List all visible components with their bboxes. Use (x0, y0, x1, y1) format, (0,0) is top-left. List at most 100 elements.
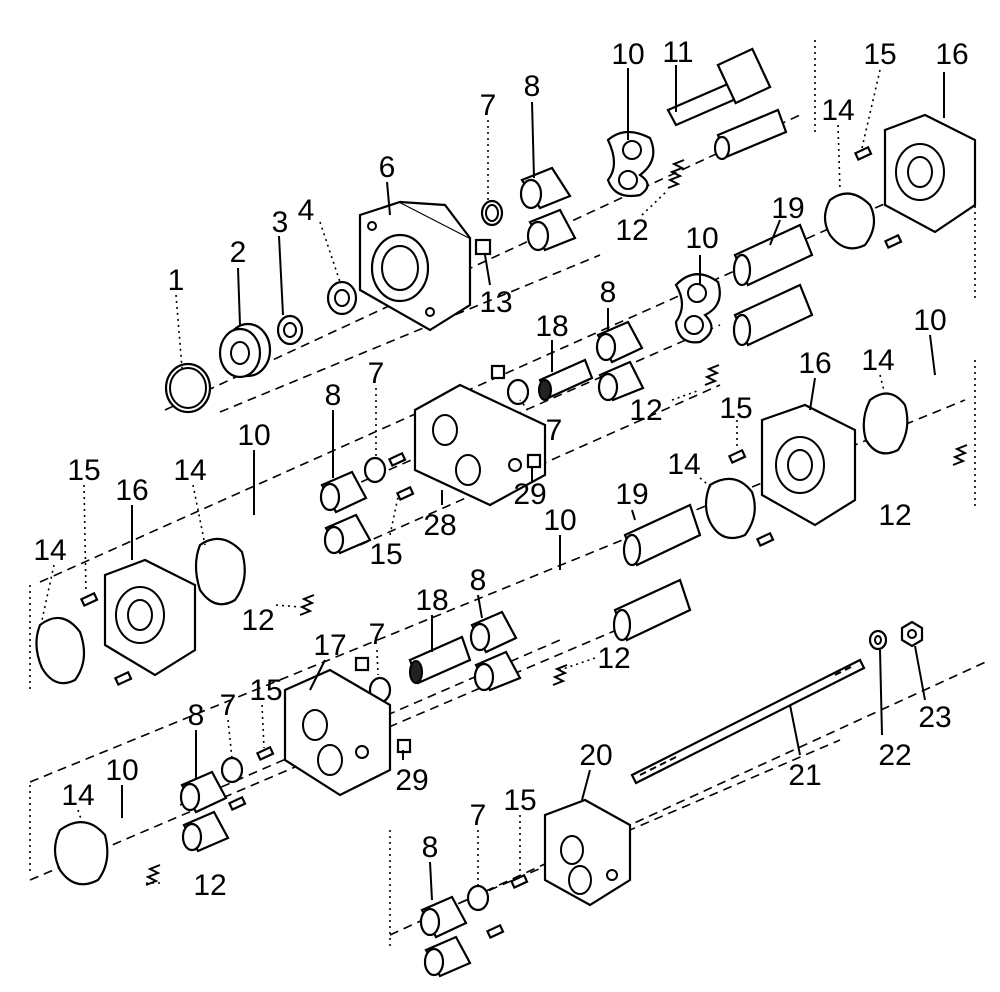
end-cover-part (103, 558, 197, 677)
callout-14: 14 (667, 448, 700, 481)
pin-part (755, 531, 775, 548)
callout-29: 29 (513, 478, 546, 511)
callout-3: 3 (272, 206, 289, 239)
callout-10: 10 (237, 419, 270, 452)
pin-part (509, 873, 529, 890)
callout-21: 21 (788, 759, 821, 792)
tie-rod-part (630, 658, 866, 785)
small-o-ring-part (220, 756, 244, 784)
gear-shaft-part (408, 635, 472, 685)
pin-part (883, 233, 903, 250)
callout-20: 20 (579, 739, 612, 772)
callout-18: 18 (415, 584, 448, 617)
callout-15: 15 (719, 392, 752, 425)
callout-12: 12 (878, 499, 911, 532)
callout-15: 15 (503, 784, 536, 817)
seal-housing-part (218, 322, 272, 379)
callout-7: 7 (546, 414, 563, 447)
callout-8: 8 (188, 699, 205, 732)
small-o-ring-part (363, 456, 387, 484)
callout-7: 7 (470, 799, 487, 832)
small-o-ring-part (466, 884, 490, 912)
callout-8: 8 (422, 831, 439, 864)
callout-8: 8 (524, 70, 541, 103)
callout-10: 10 (913, 304, 946, 337)
callout-7: 7 (369, 618, 386, 651)
gasket-part (194, 537, 246, 606)
callout-19: 19 (771, 192, 804, 225)
gasket-part (862, 392, 909, 455)
pump-body-part (283, 668, 392, 797)
callout-7: 7 (368, 357, 385, 390)
spring-part (552, 664, 568, 686)
callout-14: 14 (821, 94, 854, 127)
leader-lines (41, 65, 945, 901)
callout-16: 16 (115, 474, 148, 507)
spring-part (667, 159, 685, 189)
callout-8: 8 (600, 276, 617, 309)
front-flange-part (358, 200, 472, 332)
wear-plate-part (606, 130, 655, 198)
needle-bearing-part (519, 166, 577, 252)
callout-14: 14 (61, 779, 94, 812)
pin-part (727, 448, 747, 465)
callout-10: 10 (611, 38, 644, 71)
callout-29: 29 (395, 764, 428, 797)
needle-bearing-part (595, 320, 645, 402)
callout-10: 10 (685, 222, 718, 255)
small-o-ring-part (506, 378, 530, 406)
gear-part (612, 503, 702, 642)
callout-15: 15 (67, 454, 100, 487)
pin-part (853, 145, 873, 162)
callout-16: 16 (798, 347, 831, 380)
plug-part (354, 656, 370, 672)
gasket-part (53, 821, 109, 886)
pin-part (485, 923, 505, 940)
callout-16: 16 (935, 38, 968, 71)
callout-15: 15 (369, 538, 402, 571)
callout-22: 22 (878, 739, 911, 772)
callout-12: 12 (193, 869, 226, 902)
spring-part (704, 364, 720, 386)
end-cover-part (883, 113, 977, 234)
plug-part (474, 238, 492, 256)
plug-part (490, 364, 506, 380)
spring-part (299, 594, 315, 616)
pin-part (227, 795, 247, 812)
needle-bearing-part (419, 895, 472, 978)
plug-part (526, 453, 542, 469)
callout-17: 17 (313, 629, 346, 662)
callout-13: 13 (479, 286, 512, 319)
callout-14: 14 (33, 534, 66, 567)
pin-part (395, 485, 415, 502)
callout-12: 12 (615, 214, 648, 247)
callout-8: 8 (325, 379, 342, 412)
callout-14: 14 (861, 344, 894, 377)
rear-body-part (543, 798, 632, 907)
pin-part (387, 451, 407, 468)
parts (35, 47, 977, 978)
wear-plate-part (674, 273, 721, 344)
callout-2: 2 (230, 236, 247, 269)
callout-10: 10 (105, 754, 138, 787)
callout-7: 7 (480, 89, 497, 122)
drive-shaft-part (666, 47, 788, 161)
callout-12: 12 (241, 604, 274, 637)
callout-18: 18 (535, 310, 568, 343)
pin-part (255, 745, 275, 762)
pump-body-part (413, 383, 547, 507)
callout-15: 15 (863, 38, 896, 71)
callout-8: 8 (470, 564, 487, 597)
callout-1: 1 (168, 264, 185, 297)
pin-part (113, 670, 133, 687)
gasket-part (823, 192, 876, 250)
spring-part (145, 864, 161, 886)
callout-11: 11 (662, 36, 693, 69)
callout-10: 10 (543, 504, 576, 537)
pin-part (79, 591, 99, 608)
callout-6: 6 (379, 151, 396, 184)
callout-4: 4 (298, 194, 315, 227)
callout-7: 7 (220, 689, 237, 722)
